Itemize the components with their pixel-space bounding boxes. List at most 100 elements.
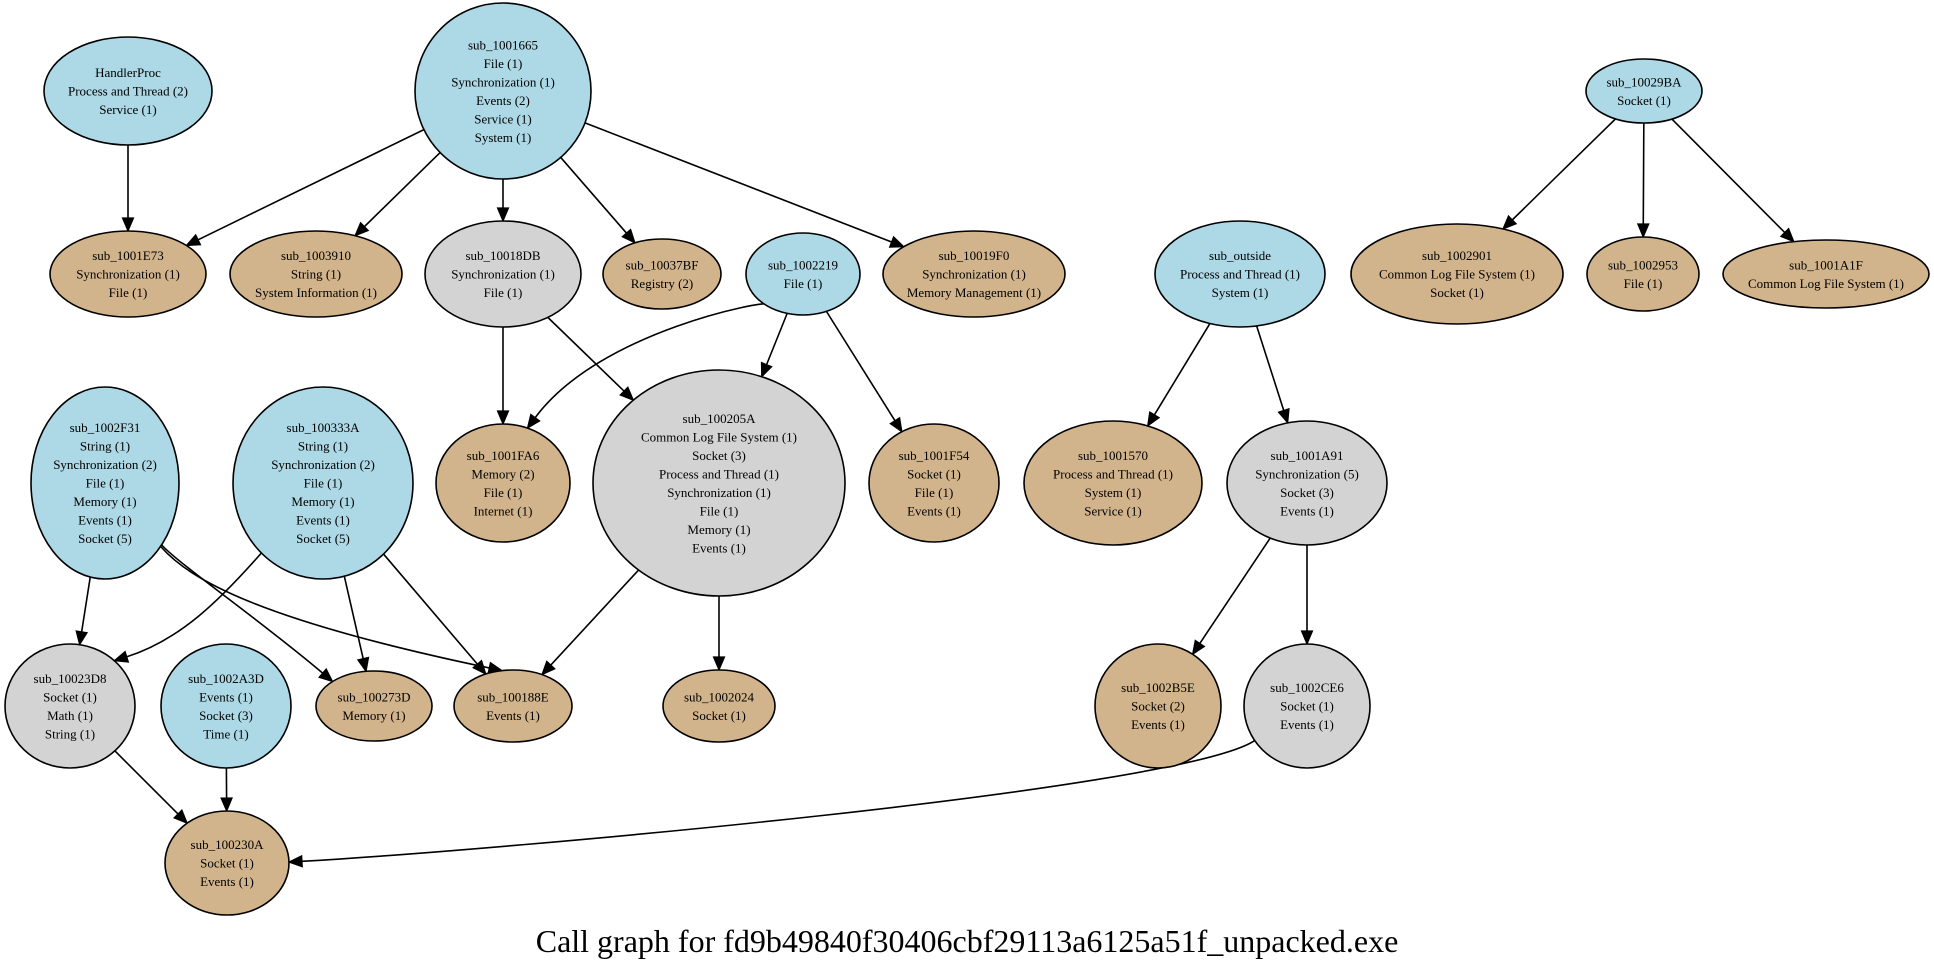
node-api-category-label: Synchronization (1): [451, 74, 555, 89]
edge-line: [550, 569, 640, 666]
node-ellipse: [232, 386, 414, 580]
arrowhead-icon: [356, 656, 370, 673]
node-name-label: sub_10029BA: [1606, 74, 1682, 89]
edge-line: [825, 310, 896, 422]
edge-sub_1001665-to-sub_10018DB: [496, 179, 510, 223]
arrowhead-icon: [712, 656, 726, 672]
node-name-label: sub_10023D8: [34, 671, 107, 686]
node-ellipse: [1586, 236, 1700, 312]
edge-sub_1002A3D-to-sub_100230A: [220, 767, 233, 813]
node-name-label: sub_1001E73: [92, 248, 164, 263]
node-api-category-label: Socket (1): [43, 689, 97, 704]
node-api-category-label: Events (1): [1280, 717, 1334, 732]
node-api-category-label: Socket (1): [1280, 699, 1334, 714]
edge-line: [160, 544, 324, 674]
node-api-category-label: Socket (3): [692, 448, 746, 463]
node-api-category-label: Events (2): [476, 93, 530, 108]
node-name-label: sub_1001570: [1078, 448, 1148, 463]
node-api-category-label: Memory Management (1): [907, 285, 1041, 300]
arrowhead-icon: [526, 413, 541, 430]
node-api-category-label: Process and Thread (1): [659, 466, 779, 481]
edges-layer: [75, 118, 1795, 868]
edge-sub_10029BA-to-sub_1001A1F: [1671, 118, 1795, 243]
arrowhead-icon: [621, 228, 636, 245]
node-name-label: sub_1003910: [281, 248, 351, 263]
edge-sub_100333A-to-sub_100188E: [382, 553, 487, 676]
node-name-label: sub_1002A3D: [188, 671, 264, 686]
node-name-label: sub_1001665: [468, 37, 538, 52]
node-api-category-label: Time (1): [203, 726, 248, 741]
node-name-label: sub_100333A: [287, 420, 361, 435]
node-ellipse: [1094, 643, 1222, 769]
node-ellipse: [868, 423, 1000, 543]
node-ellipse: [1023, 420, 1203, 546]
arrowhead-icon: [496, 410, 510, 426]
node-name-label: sub_1002CE6: [1270, 680, 1344, 695]
node-name-label: sub_1002024: [684, 689, 755, 704]
node-api-category-label: File (1): [86, 476, 125, 491]
node-ellipse: [602, 238, 722, 310]
node-name-label: sub_100205A: [683, 411, 757, 426]
edge-line: [197, 128, 425, 241]
node-api-category-label: Events (1): [199, 689, 253, 704]
node-ellipse: [1226, 420, 1388, 546]
graph-title: Call graph for fd9b49840f30406cbf29113a6…: [536, 923, 1399, 959]
edge-sub_100205A-to-sub_1002024: [712, 596, 726, 672]
edge-sub_outside-to-sub_1001570: [1146, 323, 1211, 428]
node-api-category-label: String (1): [45, 726, 95, 741]
arrowhead-icon: [619, 386, 635, 402]
arrowhead-icon: [1277, 407, 1290, 425]
node-api-category-label: File (1): [304, 476, 343, 491]
arrowhead-icon: [220, 797, 233, 813]
node-api-category-label: System (1): [475, 130, 532, 145]
node-api-category-label: Memory (1): [73, 494, 136, 509]
node-name-label: sub_1001A1F: [1789, 257, 1863, 272]
arrowhead-icon: [889, 416, 903, 434]
node-api-category-label: Common Log File System (1): [641, 429, 797, 444]
node-api-category-label: File (1): [915, 485, 954, 500]
node-ellipse: [160, 643, 292, 769]
node-ellipse: [1350, 223, 1564, 325]
edge-line: [1199, 537, 1271, 644]
node-api-category-label: Memory (1): [687, 522, 750, 537]
node-api-category-label: File (1): [700, 503, 739, 518]
node-api-category-label: Synchronization (1): [76, 267, 180, 282]
edge-line: [1511, 118, 1617, 221]
node-name-label: sub_1001F54: [899, 448, 970, 463]
node-api-category-label: String (1): [298, 439, 348, 454]
node-ellipse: [1585, 58, 1703, 124]
arrowhead-icon: [1191, 639, 1206, 656]
node-api-category-label: Events (1): [200, 874, 254, 889]
node-sub_100205A[interactable]: sub_100205A Common Log File System (1) Soc…: [592, 369, 846, 597]
edge-line: [126, 552, 262, 658]
node-ellipse: [4, 643, 136, 769]
arrowhead-icon: [1300, 630, 1314, 646]
